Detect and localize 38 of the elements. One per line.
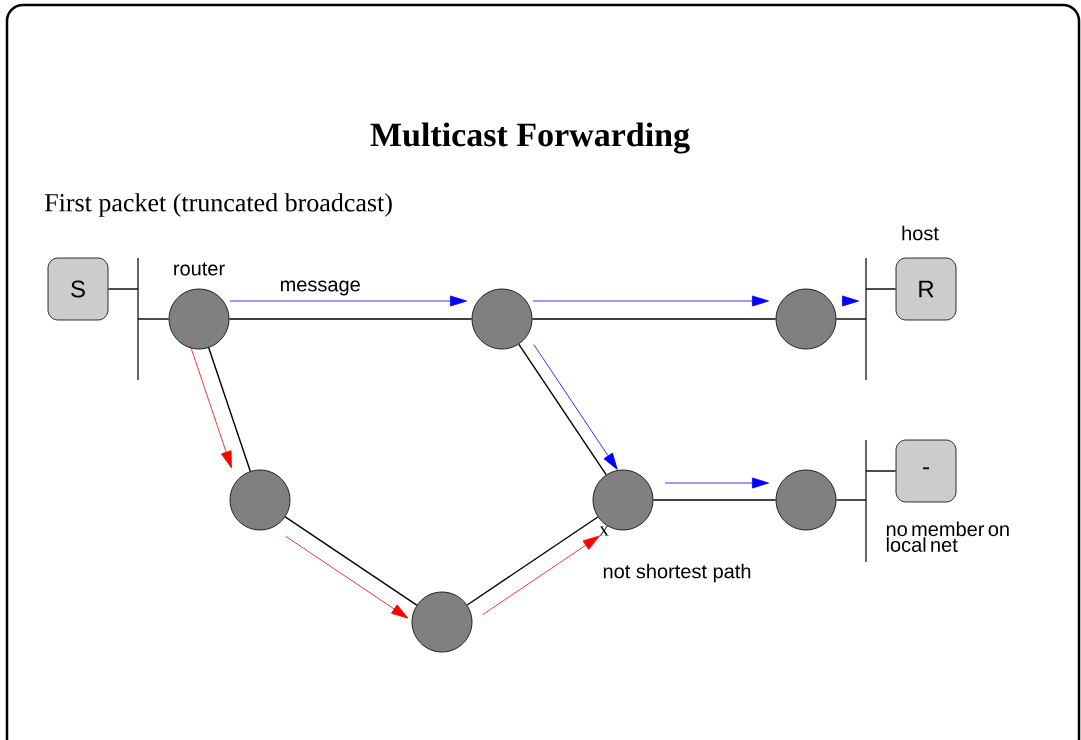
arrow xyxy=(532,295,770,307)
link-line xyxy=(208,347,251,472)
router-circle xyxy=(229,469,291,531)
router-circle xyxy=(411,591,473,653)
host-box: - xyxy=(895,439,957,503)
arrow xyxy=(533,344,618,470)
link-line xyxy=(865,470,897,472)
link-line xyxy=(518,343,607,476)
link-line xyxy=(284,516,418,606)
node-caption: host xyxy=(902,225,939,241)
router-circle xyxy=(168,288,230,350)
link-line xyxy=(835,318,867,320)
router-circle xyxy=(471,288,533,350)
edge-label: message xyxy=(278,279,362,297)
link-line xyxy=(466,516,599,606)
link-line xyxy=(137,318,170,320)
title: Multicast Forwarding xyxy=(370,122,690,154)
arrow xyxy=(664,477,770,489)
host-box: S xyxy=(47,257,109,321)
cross-mark: x xyxy=(599,526,609,536)
arrow xyxy=(482,535,600,616)
host-box: R xyxy=(895,257,957,321)
router-circle xyxy=(775,288,837,350)
arrow xyxy=(189,345,232,469)
arrow xyxy=(841,295,860,307)
link-line xyxy=(531,318,777,320)
link-line xyxy=(865,288,897,290)
node-caption: router xyxy=(174,262,225,276)
link-line xyxy=(107,288,139,290)
link-line xyxy=(228,318,473,320)
note-text: not shortest path xyxy=(603,563,751,583)
link-line xyxy=(835,499,867,501)
heading-text: First packet (truncated broadcast) xyxy=(44,193,392,217)
arrow xyxy=(285,536,409,619)
node-caption: no member on local net xyxy=(886,521,1009,552)
arrow xyxy=(229,295,468,307)
link-line xyxy=(652,499,777,501)
router-circle xyxy=(775,469,837,531)
